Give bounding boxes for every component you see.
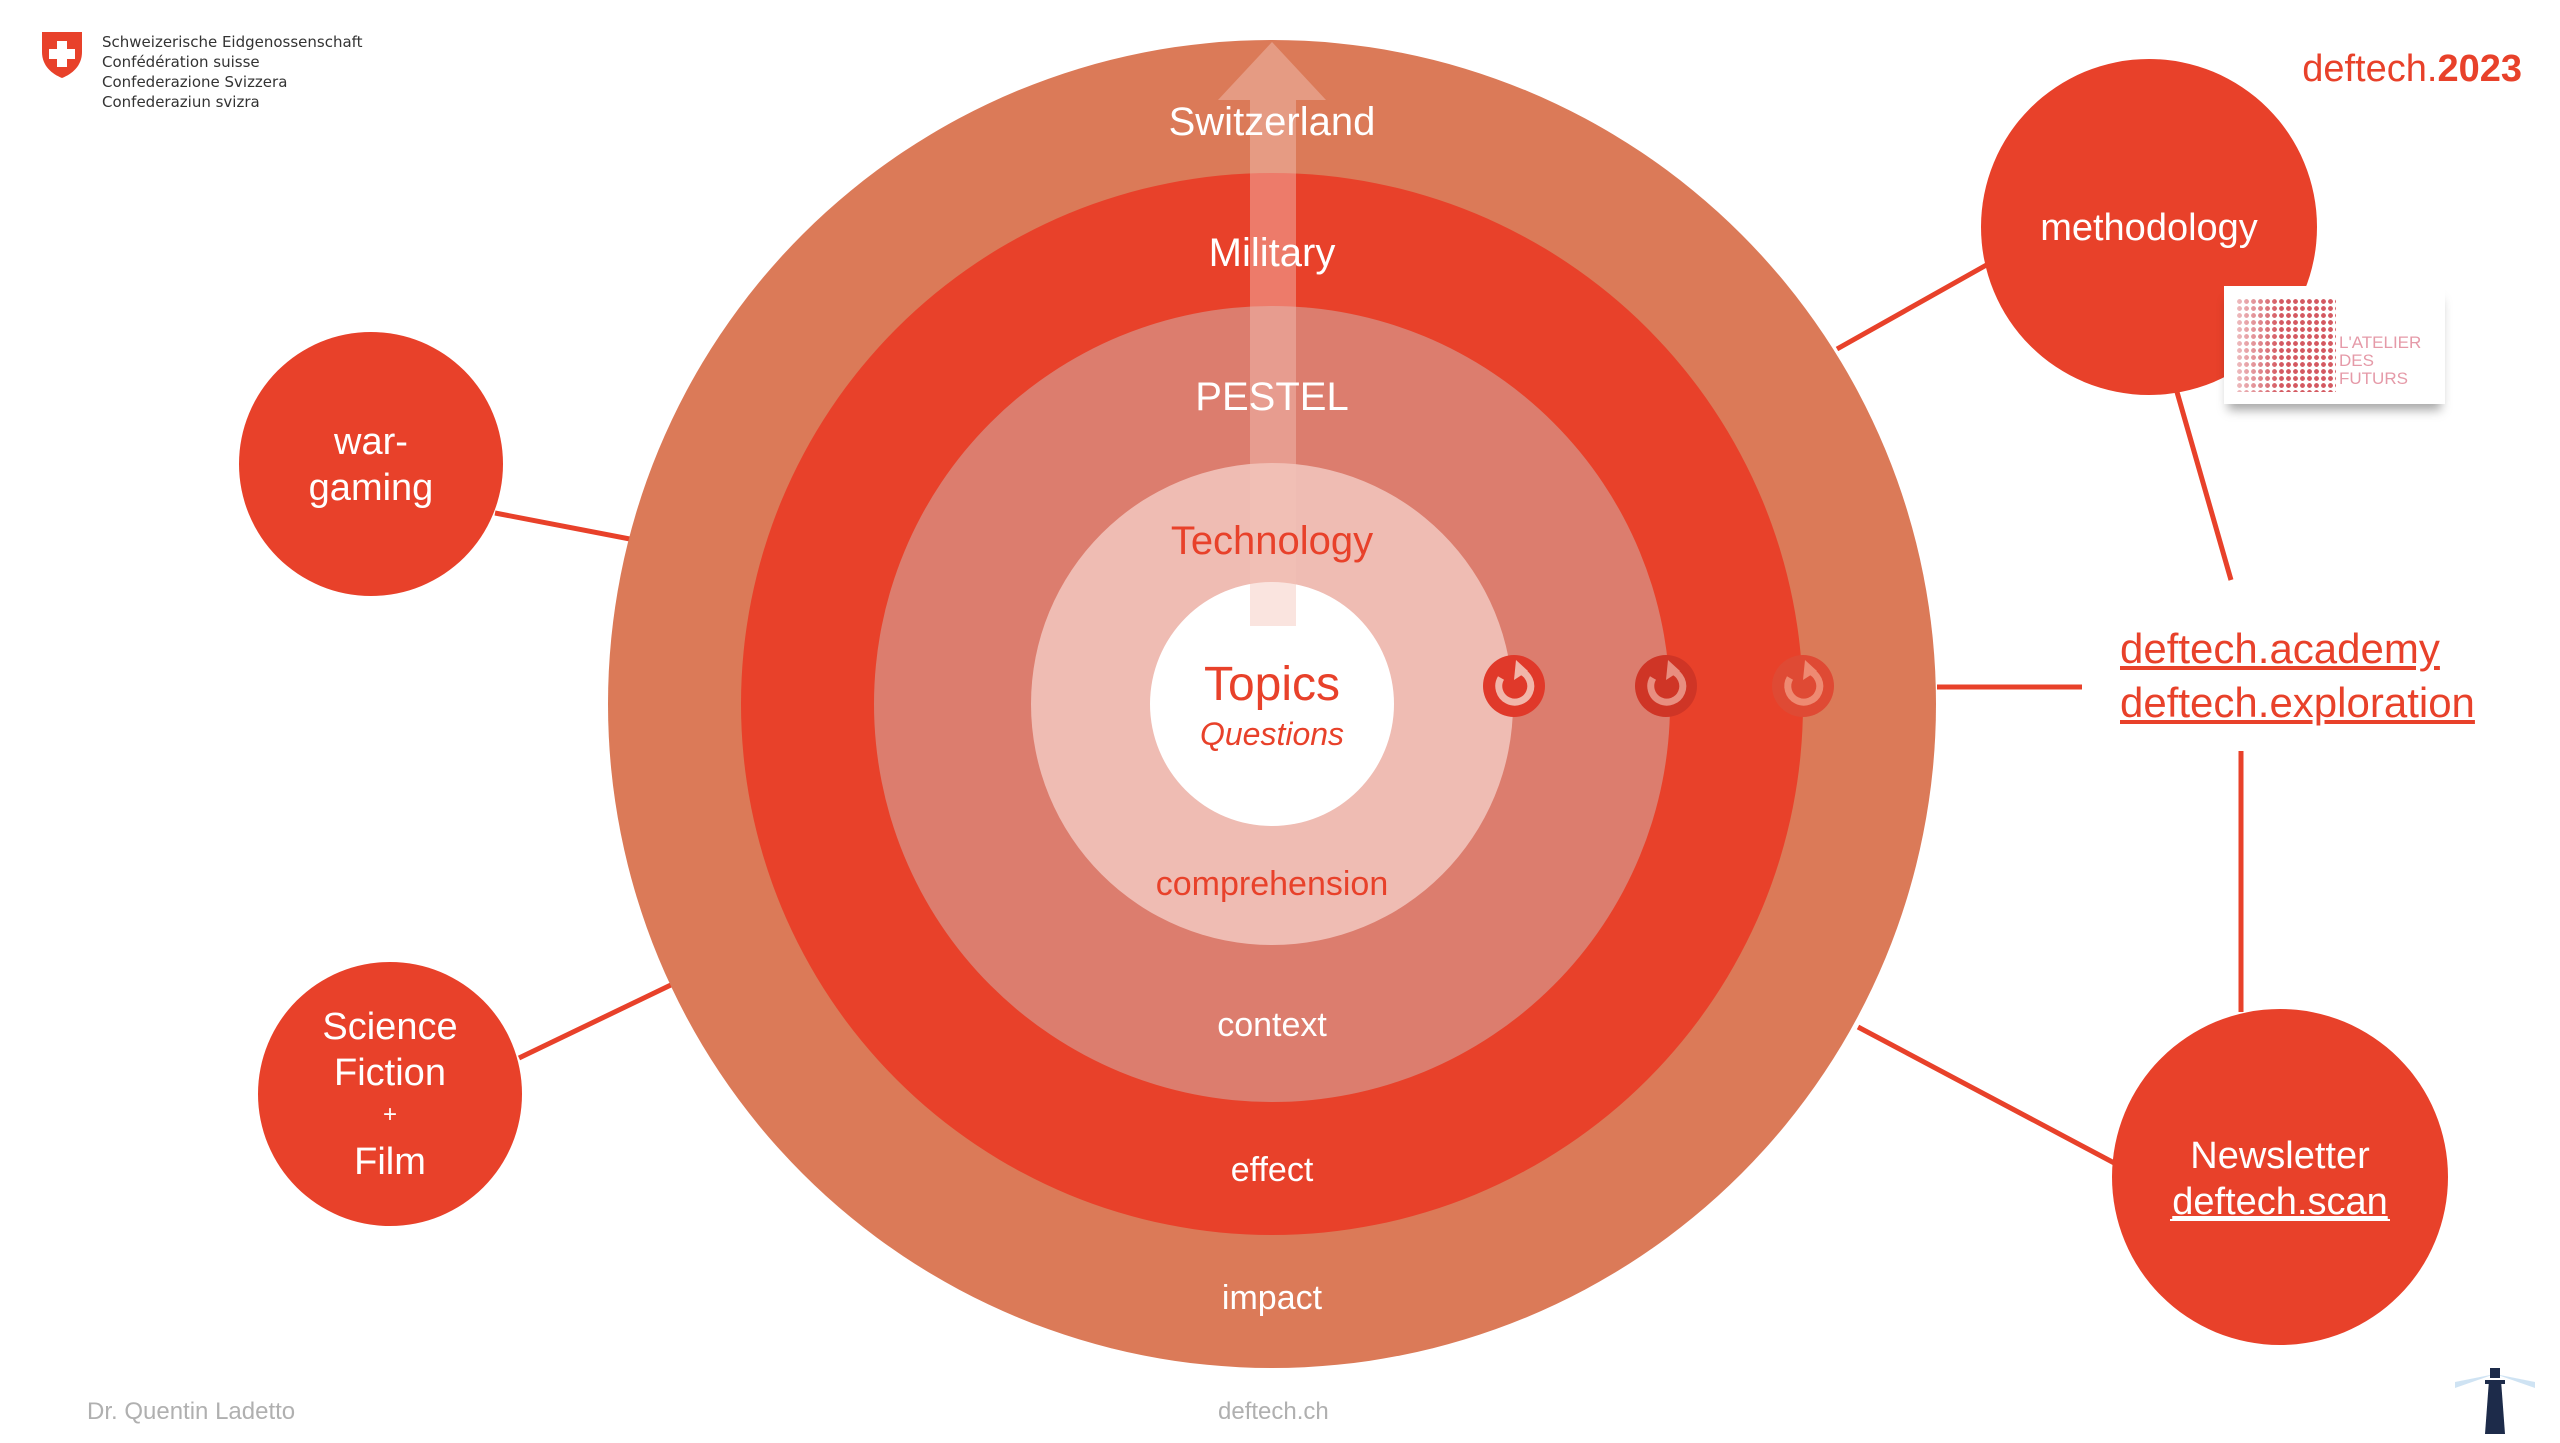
label-technology: Technology — [1171, 519, 1373, 563]
links-group: deftech.academy deftech.exploration — [2120, 622, 2475, 730]
atelier-line: DES — [2339, 351, 2374, 370]
label-topics: Topics — [1204, 658, 1340, 711]
line-methodology-links — [2174, 391, 2234, 581]
brand-year: 2023 — [2437, 48, 2522, 90]
footer-site: deftech.ch — [1218, 1398, 1329, 1425]
reload-icon — [1483, 655, 1545, 717]
label-questions: Questions — [1200, 716, 1344, 752]
connector-lines — [494, 260, 2244, 1168]
atelier-des-futurs-logo: L'ATELIER DES FUTURS — [2224, 286, 2445, 404]
line-newsletter — [1856, 1024, 2120, 1168]
label-comprehension: comprehension — [1156, 865, 1388, 903]
scifi-node: Science Fiction + Film — [258, 962, 522, 1226]
methodology-label: methodology — [2040, 207, 2258, 249]
federal-line: Confederazione Svizzera — [102, 73, 288, 91]
atelier-line: FUTURS — [2339, 369, 2408, 388]
wargaming-label: war- — [333, 421, 408, 463]
scifi-label: Film — [354, 1141, 426, 1183]
wargaming-node: war- gaming — [239, 332, 503, 596]
scifi-label: Fiction — [334, 1052, 446, 1094]
line-methodology — [1835, 260, 1992, 352]
academy-link[interactable]: deftech.academy — [2120, 625, 2440, 672]
label-switzerland: Switzerland — [1169, 100, 1376, 144]
atelier-line: L'ATELIER — [2339, 333, 2422, 352]
label-context: context — [1217, 1006, 1327, 1044]
label-impact: impact — [1222, 1279, 1323, 1317]
federal-line: Confédération suisse — [102, 53, 260, 71]
federal-line: Confederaziun svizra — [102, 93, 260, 111]
reload-icon — [1635, 655, 1697, 717]
line-wargaming — [494, 510, 641, 544]
label-pestel: PESTEL — [1195, 375, 1348, 419]
exploration-link[interactable]: deftech.exploration — [2120, 679, 2475, 726]
swiss-crest-icon — [42, 32, 82, 78]
atelier-text: L'ATELIER DES FUTURS — [2339, 334, 2421, 388]
newsletter-link[interactable]: deftech.scan — [2172, 1181, 2387, 1223]
federal-line: Schweizerische Eidgenossenschaft — [102, 33, 363, 51]
upward-arrow-icon — [1218, 42, 1326, 626]
dot-fade — [2236, 298, 2280, 392]
newsletter-node: Newsletter deftech.scan — [2112, 1009, 2448, 1345]
newsletter-label: Newsletter — [2190, 1135, 2370, 1177]
label-effect: effect — [1231, 1151, 1314, 1189]
footer-author: Dr. Quentin Ladetto — [87, 1398, 296, 1425]
brand-logo: deftech.2023 — [2302, 48, 2522, 91]
core-topics — [1150, 582, 1394, 826]
label-military: Military — [1209, 231, 1336, 275]
scifi-plus: + — [383, 1101, 397, 1128]
reload-icon — [1772, 655, 1834, 717]
lighthouse-icon — [2455, 1368, 2535, 1434]
federal-administration-text: Schweizerische Eidgenossenschaft Confédé… — [102, 32, 363, 112]
scifi-label: Science — [322, 1006, 457, 1048]
line-scifi — [517, 980, 677, 1061]
wargaming-label: gaming — [309, 467, 434, 509]
brand-prefix: deftech. — [2302, 48, 2438, 90]
